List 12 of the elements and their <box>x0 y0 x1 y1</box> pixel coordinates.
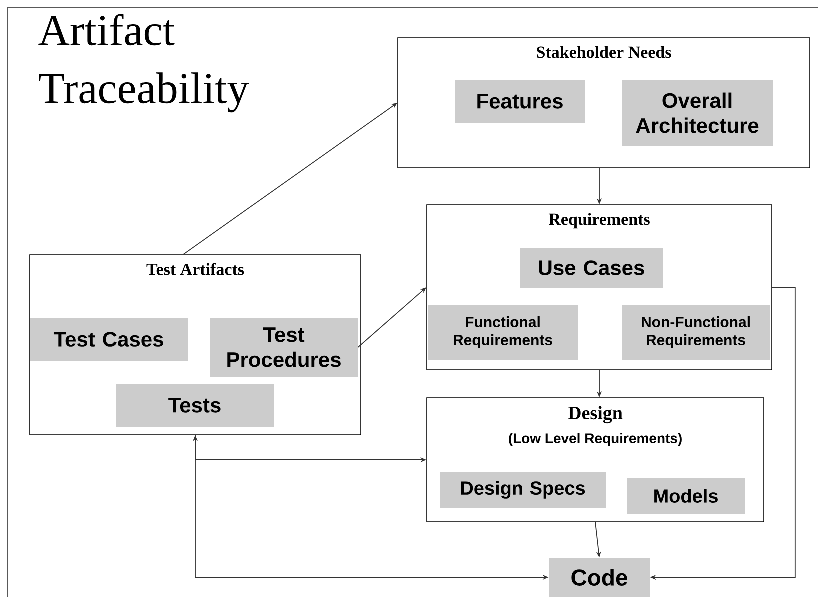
title: Artifact Traceability <box>38 14 250 113</box>
item-box: Test Procedures <box>210 318 358 377</box>
item-box: Tests <box>116 384 274 427</box>
item-box: Features <box>455 80 585 123</box>
item-box: Models <box>627 478 745 514</box>
item-box: Functional Requirements <box>428 305 578 360</box>
item-box: Test Cases <box>30 318 188 361</box>
item-box: Design Specs <box>440 472 606 508</box>
item-box: Use Cases <box>520 248 663 288</box>
item-box: Code <box>549 558 650 597</box>
item-box: Overall Architecture <box>622 80 773 146</box>
item-box: Non-Functional Requirements <box>622 305 770 360</box>
